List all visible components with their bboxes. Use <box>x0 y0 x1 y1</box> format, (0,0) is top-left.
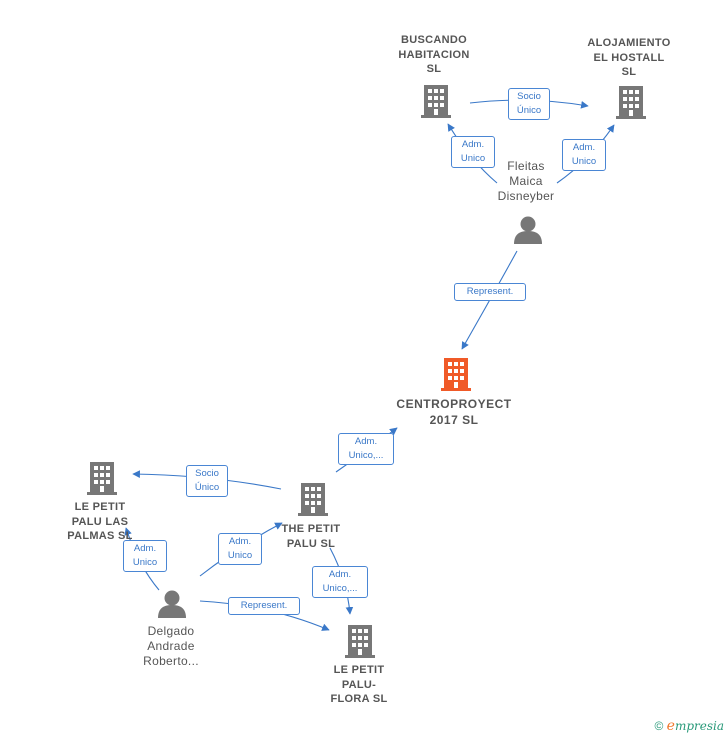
edge-label-adm-unico-centro[interactable]: Adm. Unico,... <box>338 433 394 465</box>
alojamiento-label[interactable]: ALOJAMIENTO EL HOSTALL SL <box>587 37 671 78</box>
edge-label-represent-fleitas[interactable]: Represent. <box>454 283 526 301</box>
copyright-symbol: © <box>654 719 664 733</box>
lepetit-palmas-building-icon[interactable] <box>87 462 117 495</box>
thepetit-label[interactable]: THE PETIT PALU SL <box>281 523 341 550</box>
brand-logo-rest: mpresia <box>674 719 724 733</box>
alojamiento-building-icon[interactable] <box>616 86 646 119</box>
centro-building-icon[interactable] <box>441 358 471 391</box>
edge-label-adm-unico-palmas[interactable]: Adm. Unico <box>123 540 167 572</box>
edge-label-adm-unico-buscando[interactable]: Adm. Unico <box>451 136 495 168</box>
edge-label-represent-delgado[interactable]: Represent. <box>228 597 300 615</box>
lepetit-flora-label[interactable]: LE PETIT PALU- FLORA SL <box>330 664 388 705</box>
delgado-person-icon[interactable] <box>158 590 186 619</box>
brand-logo-e: e <box>666 718 675 734</box>
edge-label-adm-unico-thepetit[interactable]: Adm. Unico <box>218 533 262 565</box>
fleitas-person-icon[interactable] <box>514 216 542 245</box>
delgado-label[interactable]: Delgado Andrade Roberto... <box>143 624 199 668</box>
edge-label-socio-unico-top[interactable]: Socio Único <box>508 88 550 120</box>
edge-label-adm-unico-alojamiento[interactable]: Adm. Unico <box>562 139 606 171</box>
buscando-building-icon[interactable] <box>421 85 451 118</box>
buscando-label[interactable]: BUSCANDO HABITACION SL <box>398 34 470 75</box>
fleitas-label[interactable]: Fleitas Maica Disneyber <box>497 159 555 203</box>
thepetit-building-icon[interactable] <box>298 483 328 516</box>
lepetit-flora-building-icon[interactable] <box>345 625 375 658</box>
centro-label[interactable]: CENTROPROYECT 2017 SL <box>396 397 512 427</box>
edge-label-socio-unico-palmas[interactable]: Socio Único <box>186 465 228 497</box>
footer-brand: © empresia <box>654 718 724 734</box>
lepetit-palmas-label[interactable]: LE PETIT PALU LAS PALMAS SL <box>67 501 133 542</box>
edge-label-adm-unico-flora[interactable]: Adm. Unico,... <box>312 566 368 598</box>
